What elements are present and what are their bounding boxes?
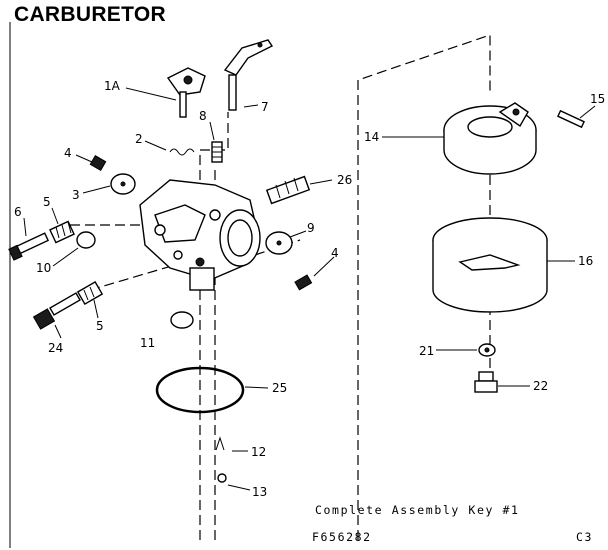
label-15: 15 [590,92,605,106]
part-5-spring-lower [76,280,104,306]
label-3: 3 [72,188,80,202]
part-14-bowl-gasket [443,102,537,175]
part-3-washer [110,173,136,195]
assembly-guide-lines [70,34,491,540]
part-9-plate [265,231,293,255]
part-21-washer [478,343,496,357]
part-5-spring-upper [49,220,75,244]
part-10-washer [76,231,96,249]
part-4-screw-upper [89,154,107,172]
label-1a: 1A [104,79,121,93]
part-2-spring [169,148,195,156]
leader-lines [23,87,596,491]
label-5-upper: 5 [43,195,51,209]
assembly-note: Complete Assembly Key #1 [315,503,520,517]
label-25: 25 [272,381,287,395]
part-24-screw [32,292,81,330]
part-16-float-bowl [432,217,548,313]
part-25-gasket-ring [155,366,245,414]
label-4-lower: 4 [331,246,339,260]
label-11: 11 [140,336,155,350]
part-labels: 1A 7 2 8 4 3 26 6 5 9 4 10 5 24 11 25 12… [14,79,605,499]
label-22: 22 [533,379,548,393]
label-4-upper: 4 [64,146,72,160]
label-14: 14 [364,130,379,144]
label-24: 24 [48,341,63,355]
part-6-screw [8,232,50,261]
label-8: 8 [199,109,207,123]
label-2: 2 [135,132,143,146]
label-5-lower: 5 [96,319,104,333]
carburetor-body [139,179,261,291]
part-1a-choke-bracket [166,67,206,118]
label-21: 21 [419,344,434,358]
part-15-pin [557,109,585,129]
drawing-number: F656282 [312,530,372,544]
label-9: 9 [307,221,315,235]
label-13: 13 [252,485,267,499]
label-10: 10 [36,261,51,275]
part-8-screw [211,141,223,163]
label-7: 7 [261,100,269,114]
label-12: 12 [251,445,266,459]
part-12-piece [215,436,225,451]
part-4-screw-lower [294,274,313,291]
part-26-fuel-inlet [265,175,311,205]
diagram-title: CARBURETOR [14,3,166,26]
part-22-bowl-nut [474,371,498,393]
label-6: 6 [14,205,22,219]
part-13-piece [217,473,227,483]
part-7-throttle-link [223,39,274,111]
label-26: 26 [337,173,352,187]
part-11-plug [170,311,194,329]
page-code: C3 [576,530,593,544]
label-16: 16 [578,254,593,268]
